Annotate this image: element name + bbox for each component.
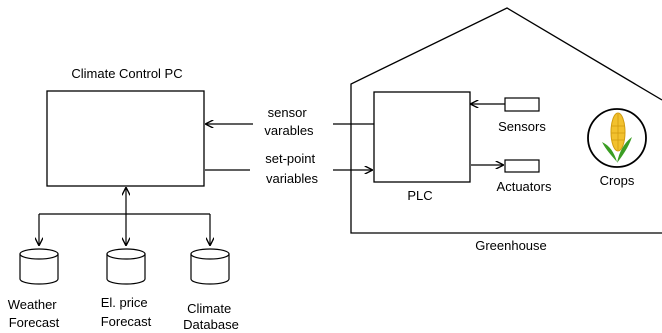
pc-title: Climate Control PC — [71, 66, 182, 81]
greenhouse-outline — [350, 7, 662, 234]
sensors-box — [504, 97, 540, 112]
plc-box — [373, 91, 471, 183]
weather-forecast-label: Weather Forecast — [8, 297, 61, 330]
sensor-variables-label: sensor varables — [264, 105, 314, 138]
sensors-label: Sensors — [498, 119, 546, 134]
price-forecast-label: El. price Forecast — [101, 295, 152, 329]
greenhouse-label: Greenhouse — [475, 238, 547, 253]
setpoint-variables-label: set-point variables — [265, 151, 319, 186]
actuators-box — [504, 159, 540, 173]
actuators-label: Actuators — [497, 179, 552, 194]
climate-database-icon — [190, 248, 230, 285]
climate-control-pc-box — [46, 90, 205, 187]
climate-database-label: Climate Database — [183, 301, 239, 332]
corn-icon — [587, 108, 647, 168]
plc-label: PLC — [407, 188, 432, 203]
crops-label: Crops — [600, 173, 635, 188]
price-forecast-database-icon — [106, 248, 146, 285]
weather-forecast-database-icon — [19, 248, 59, 285]
